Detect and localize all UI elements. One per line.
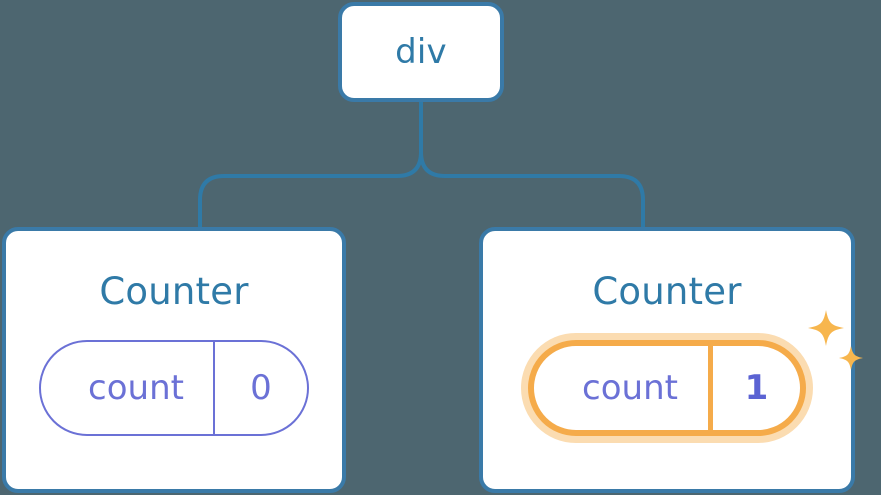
sparkle-large-icon (808, 310, 844, 346)
node-counter-right-label: Counter (592, 270, 742, 313)
state-pill-count-right[interactable]: count 1 (528, 340, 806, 436)
node-root-label: div (395, 32, 447, 72)
node-counter-left-label: Counter (99, 270, 249, 313)
state-value-label: 0 (213, 342, 307, 434)
state-pill-wrap-right: count 1 (528, 310, 863, 436)
node-counter-left[interactable]: Counter count 0 (2, 227, 346, 493)
state-key-label: count (88, 368, 184, 408)
state-key-label: count (582, 368, 678, 408)
node-counter-right[interactable]: Counter count 1 (479, 227, 863, 493)
sparkle-icon-group (808, 310, 863, 370)
state-pill-wrap-left: count 0 (39, 340, 309, 436)
sparkle-small-icon (839, 346, 863, 370)
state-pill-count-left[interactable]: count 0 (39, 340, 309, 436)
node-root-div[interactable]: div (338, 2, 504, 102)
state-value-label: 1 (708, 346, 800, 430)
